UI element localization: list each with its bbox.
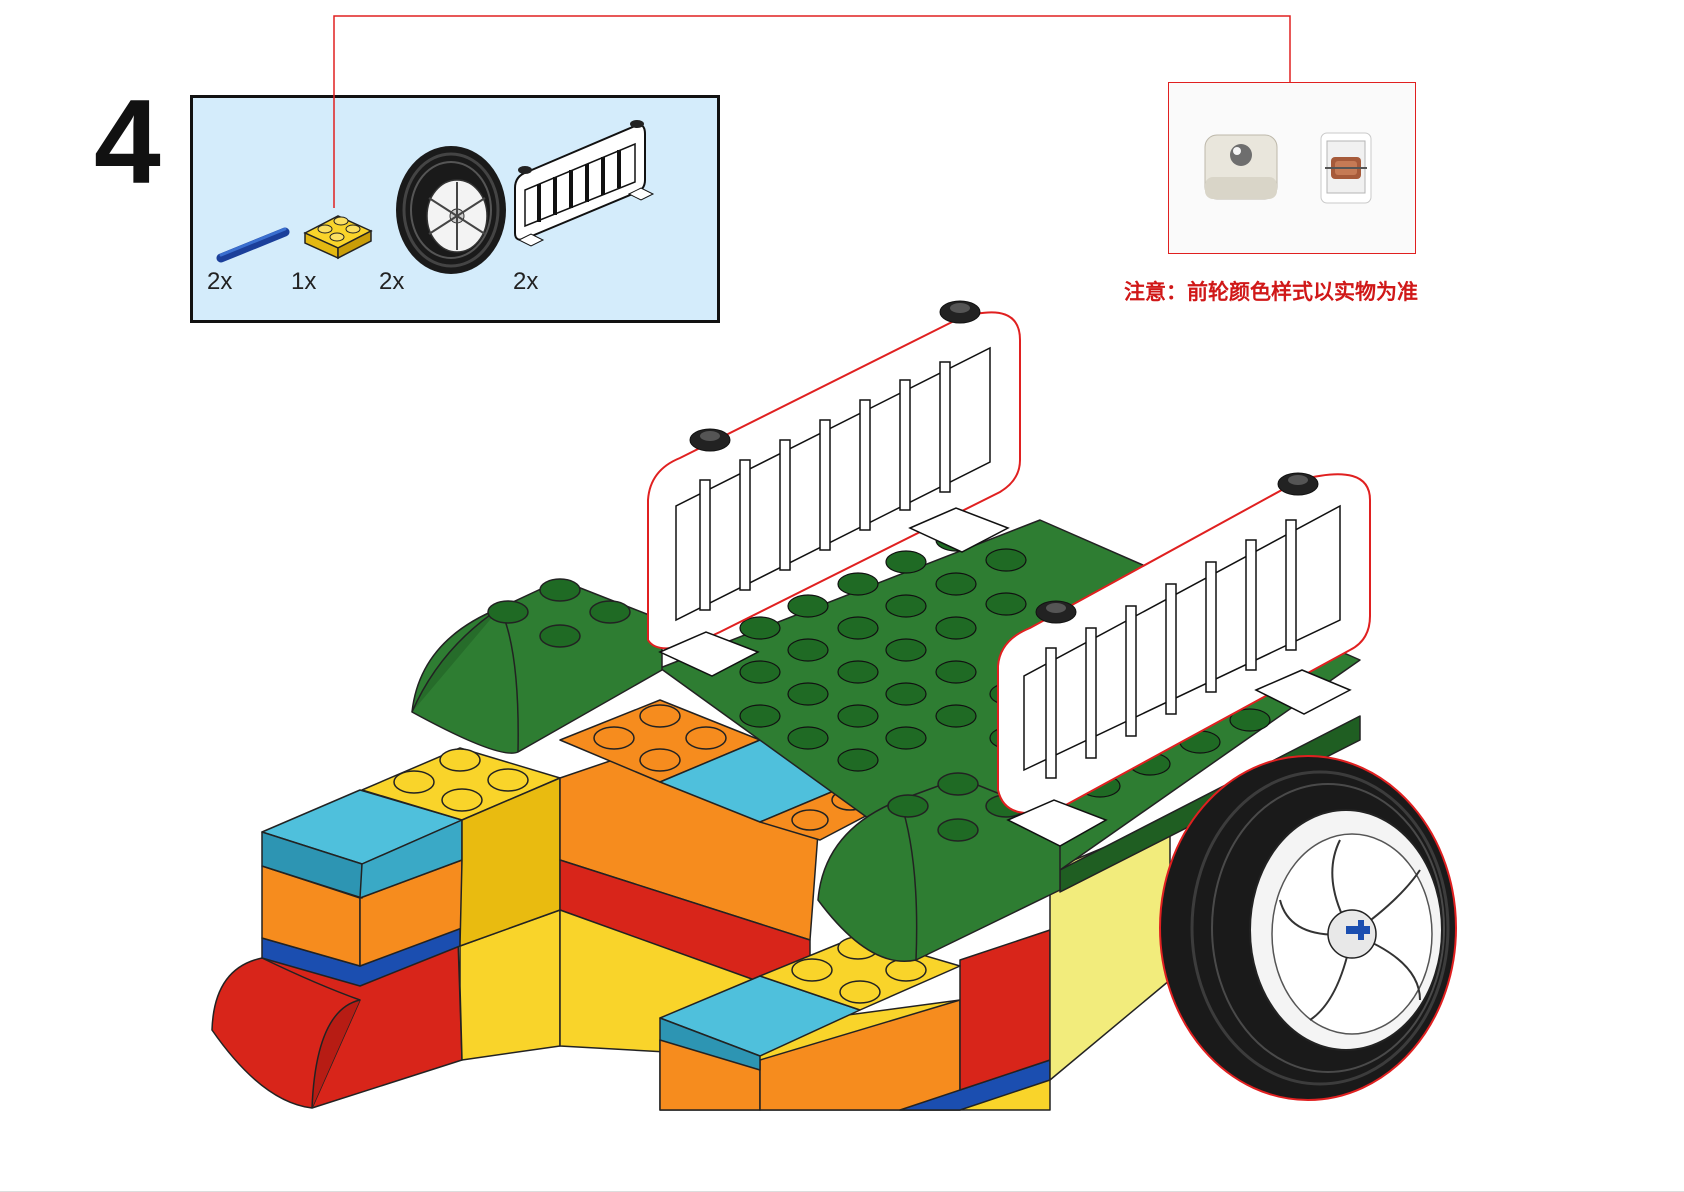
note-photo-box (1168, 82, 1416, 254)
parts-panel: 2x 1x 2x 2x (190, 95, 720, 323)
callout-connector (333, 15, 1291, 208)
part-qty: 2x (379, 268, 405, 295)
fence-front (997, 472, 1371, 847)
yellow-plate-icon (303, 215, 373, 260)
part-qty: 1x (291, 268, 317, 295)
rear-wheel (1159, 755, 1457, 1101)
left-arm-bricks (211, 747, 561, 1109)
plate-studs (739, 528, 1271, 798)
wheel-icon (396, 146, 506, 274)
fence-icon (514, 120, 655, 247)
part-qty: 2x (207, 268, 233, 295)
fence-back (647, 300, 1021, 677)
roller-wheel-photo-icon (1320, 132, 1372, 204)
green-slope-left (411, 578, 663, 754)
caster-wheel-photo-icon (1204, 134, 1278, 200)
green-slope-right (817, 772, 1061, 962)
right-arm-bricks (659, 819, 1171, 1111)
note-text: 注意：前轮颜色样式以实物为准 (1124, 280, 1418, 304)
blue-axle-icon (216, 227, 290, 263)
step-number: 4 (94, 75, 161, 209)
part-qty: 2x (513, 268, 539, 295)
